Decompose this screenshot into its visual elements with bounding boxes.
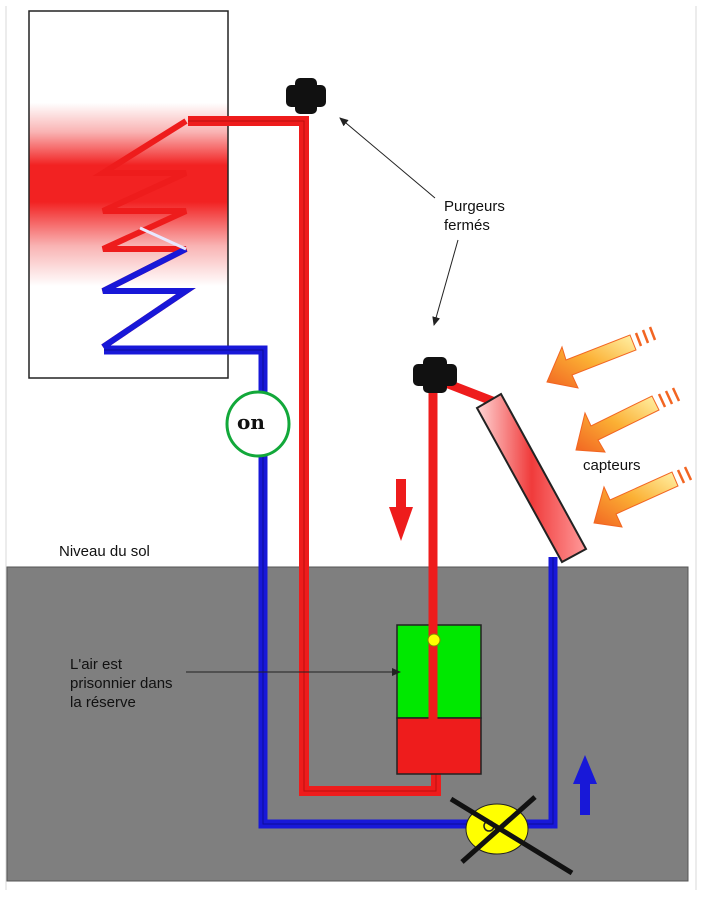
sun-ray-arrow-icon <box>546 326 657 389</box>
purgeurs-label-line1: Purgeurs <box>444 198 505 215</box>
air-label-line2: prisonnier dans <box>70 675 173 692</box>
blue-arrow-up-icon <box>573 755 597 815</box>
niveau-sol-label: Niveau du sol <box>59 543 150 560</box>
red-arrow-down-icon <box>389 479 413 541</box>
purgeurs-pointer-top <box>339 117 436 199</box>
solar-collector <box>475 392 588 564</box>
capteurs-label: capteurs <box>583 457 641 474</box>
cross-out-icon <box>449 795 574 876</box>
sun-ray-arrow-icon <box>593 466 693 528</box>
ground <box>6 566 689 882</box>
pump-status-ring <box>225 390 291 458</box>
sun-ray-arrow-icon <box>575 387 681 453</box>
purgeurs-label-line2: fermés <box>444 217 490 234</box>
pump-status-label: on <box>237 410 265 434</box>
air-bubble <box>427 633 441 647</box>
air-label-line3: la réserve <box>70 694 136 711</box>
air-vent-top-icon <box>286 78 326 114</box>
reserve-water-zone <box>396 717 482 775</box>
air-vent-collector-icon <box>413 357 457 393</box>
purgeurs-pointer-bottom <box>432 239 459 326</box>
storage-tank <box>28 10 229 379</box>
air-label-line1: L'air est <box>70 656 123 673</box>
